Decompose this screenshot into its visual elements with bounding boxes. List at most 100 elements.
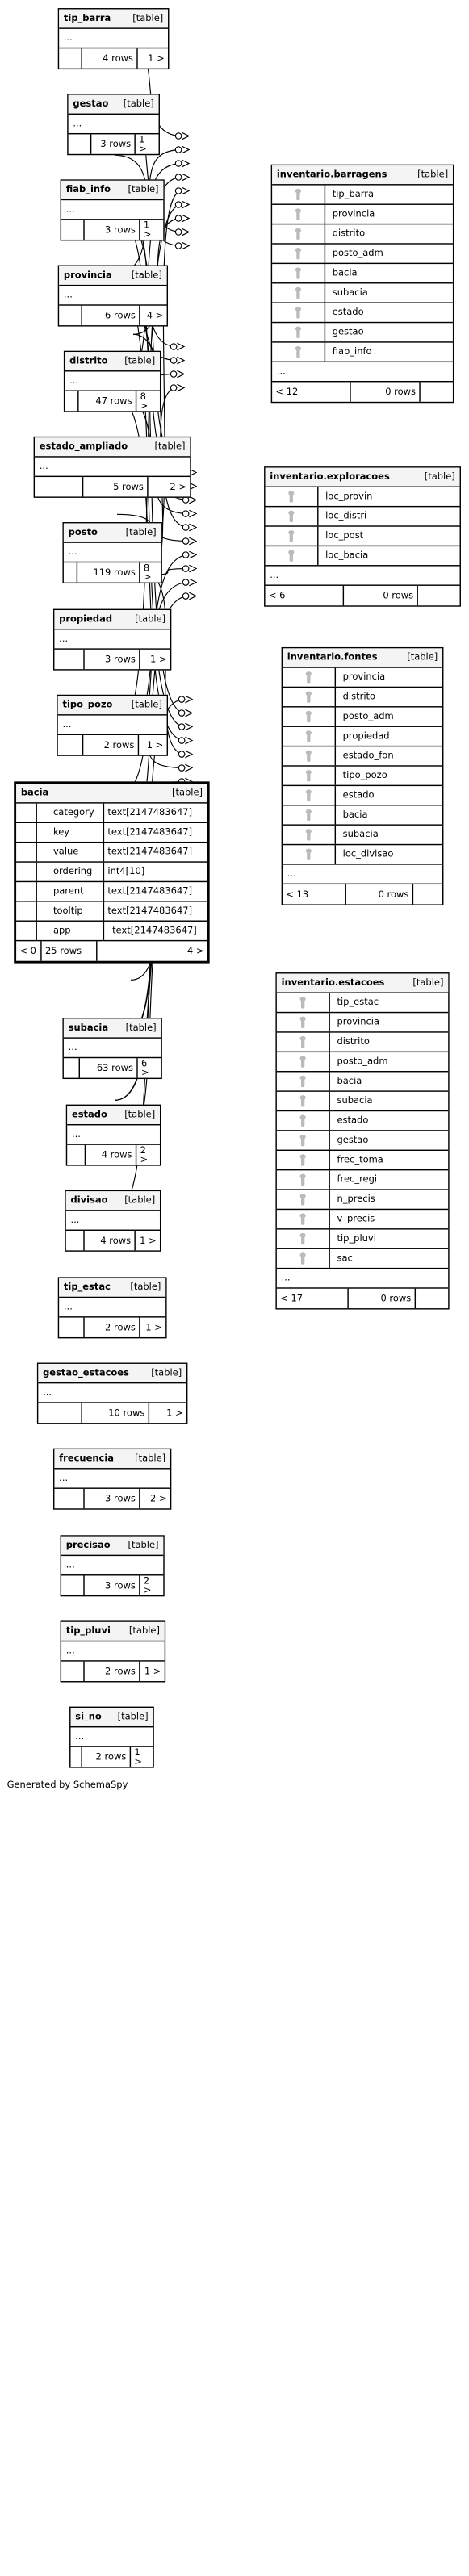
parents-count: < 12 xyxy=(272,382,351,402)
column-row: loc_distri xyxy=(265,507,460,527)
crowfoot-marker xyxy=(189,509,198,518)
column-name: estado_fon xyxy=(342,750,394,761)
table-type: [table] xyxy=(131,270,162,281)
column-row: gestao xyxy=(272,323,453,343)
crowfoot-marker xyxy=(177,383,186,392)
column-name: ordering xyxy=(37,862,105,881)
key-icon xyxy=(283,707,337,726)
table-name: posto xyxy=(68,526,98,537)
children-count: 1 > xyxy=(134,1746,143,1767)
column-row: distrito xyxy=(283,688,443,708)
key-icon xyxy=(283,825,337,844)
column-name: loc_bacia xyxy=(325,550,369,561)
crowfoot-marker xyxy=(185,750,194,759)
crowfoot-marker xyxy=(182,159,191,168)
row-count: 119 rows xyxy=(77,562,140,583)
column-row: provincia xyxy=(283,667,443,688)
table-type: [table] xyxy=(131,699,162,710)
column-name: subacia xyxy=(337,1095,373,1106)
table-name: tip_pluvi xyxy=(65,1625,111,1637)
crowfoot-marker xyxy=(185,695,194,704)
table-name: precisao xyxy=(65,1540,111,1550)
crowfoot-marker xyxy=(182,496,190,504)
key-icon xyxy=(283,688,337,707)
crowfoot-marker xyxy=(170,357,178,364)
table-name: gestao xyxy=(73,98,109,109)
table-inventario-barragens[interactable]: inventario.barragens[table] tip_barra pr… xyxy=(270,164,454,404)
crowfoot-marker xyxy=(182,200,191,209)
row-count: 47 rows xyxy=(79,391,137,412)
column-name: posto_adm xyxy=(332,248,383,258)
crowfoot-marker xyxy=(182,537,190,545)
relationship-line xyxy=(112,554,190,801)
column-row: posto_adm xyxy=(276,1052,449,1073)
table-name: gestao_estacoes xyxy=(43,1367,129,1378)
column-name: app xyxy=(37,921,105,940)
key-icon xyxy=(283,845,337,864)
crowfoot-marker xyxy=(174,228,182,236)
crowfoot-marker xyxy=(182,241,191,250)
children-count: 1 > xyxy=(143,219,152,240)
ellipsis-row: ... xyxy=(61,1641,165,1662)
column-name: n_precis xyxy=(337,1194,375,1204)
table-name: inventario.barragens xyxy=(276,169,387,180)
column-name: frec_toma xyxy=(337,1154,383,1165)
column-name: parent xyxy=(37,882,105,901)
children-count: 1 > xyxy=(144,1665,161,1676)
column-name: provincia xyxy=(332,208,375,220)
table-inventario-fontes[interactable]: inventario.fontes[table] provincia distr… xyxy=(281,646,444,905)
column-name: estado xyxy=(342,789,375,801)
parents-count: < 13 xyxy=(283,884,346,905)
crowfoot-marker xyxy=(170,370,178,378)
column-name: tooltip xyxy=(37,901,105,921)
ellipsis-row: ... xyxy=(59,29,169,49)
column-name: v_precis xyxy=(337,1213,375,1224)
row-count: 10 rows xyxy=(82,1403,150,1424)
table-inventario-exploracoes[interactable]: inventario.exploracoes[table] loc_provin… xyxy=(264,466,461,607)
key-icon xyxy=(283,726,337,746)
column-name: gestao xyxy=(332,326,364,337)
children-count: 1 > xyxy=(139,133,147,154)
column-name: distrito xyxy=(337,1035,370,1047)
column-name: loc_post xyxy=(325,530,364,541)
table-inventario-estacoes[interactable]: inventario.estacoes[table] tip_estac pro… xyxy=(275,972,450,1310)
column-row: estado xyxy=(283,786,443,806)
column-name: estado xyxy=(337,1114,369,1126)
key-icon xyxy=(277,1072,330,1091)
row-count: 0 rows xyxy=(351,382,421,402)
crowfoot-marker xyxy=(178,723,186,730)
table-name: estado xyxy=(71,1109,107,1120)
crowfoot-marker xyxy=(189,482,198,491)
column-row: subacia xyxy=(283,825,443,846)
column-type: int4[10] xyxy=(107,866,145,876)
key-icon xyxy=(277,1150,330,1169)
column-row: estado xyxy=(272,303,453,324)
table-type: [table] xyxy=(417,169,449,180)
column-row: tipo_pozo xyxy=(283,766,443,787)
key-icon xyxy=(277,1091,330,1110)
ellipsis-row: ... xyxy=(65,1211,160,1231)
table-type: [table] xyxy=(124,355,156,366)
crowfoot-marker xyxy=(182,145,191,154)
crowfoot-marker xyxy=(177,342,186,351)
column-name: bacia xyxy=(332,267,358,278)
